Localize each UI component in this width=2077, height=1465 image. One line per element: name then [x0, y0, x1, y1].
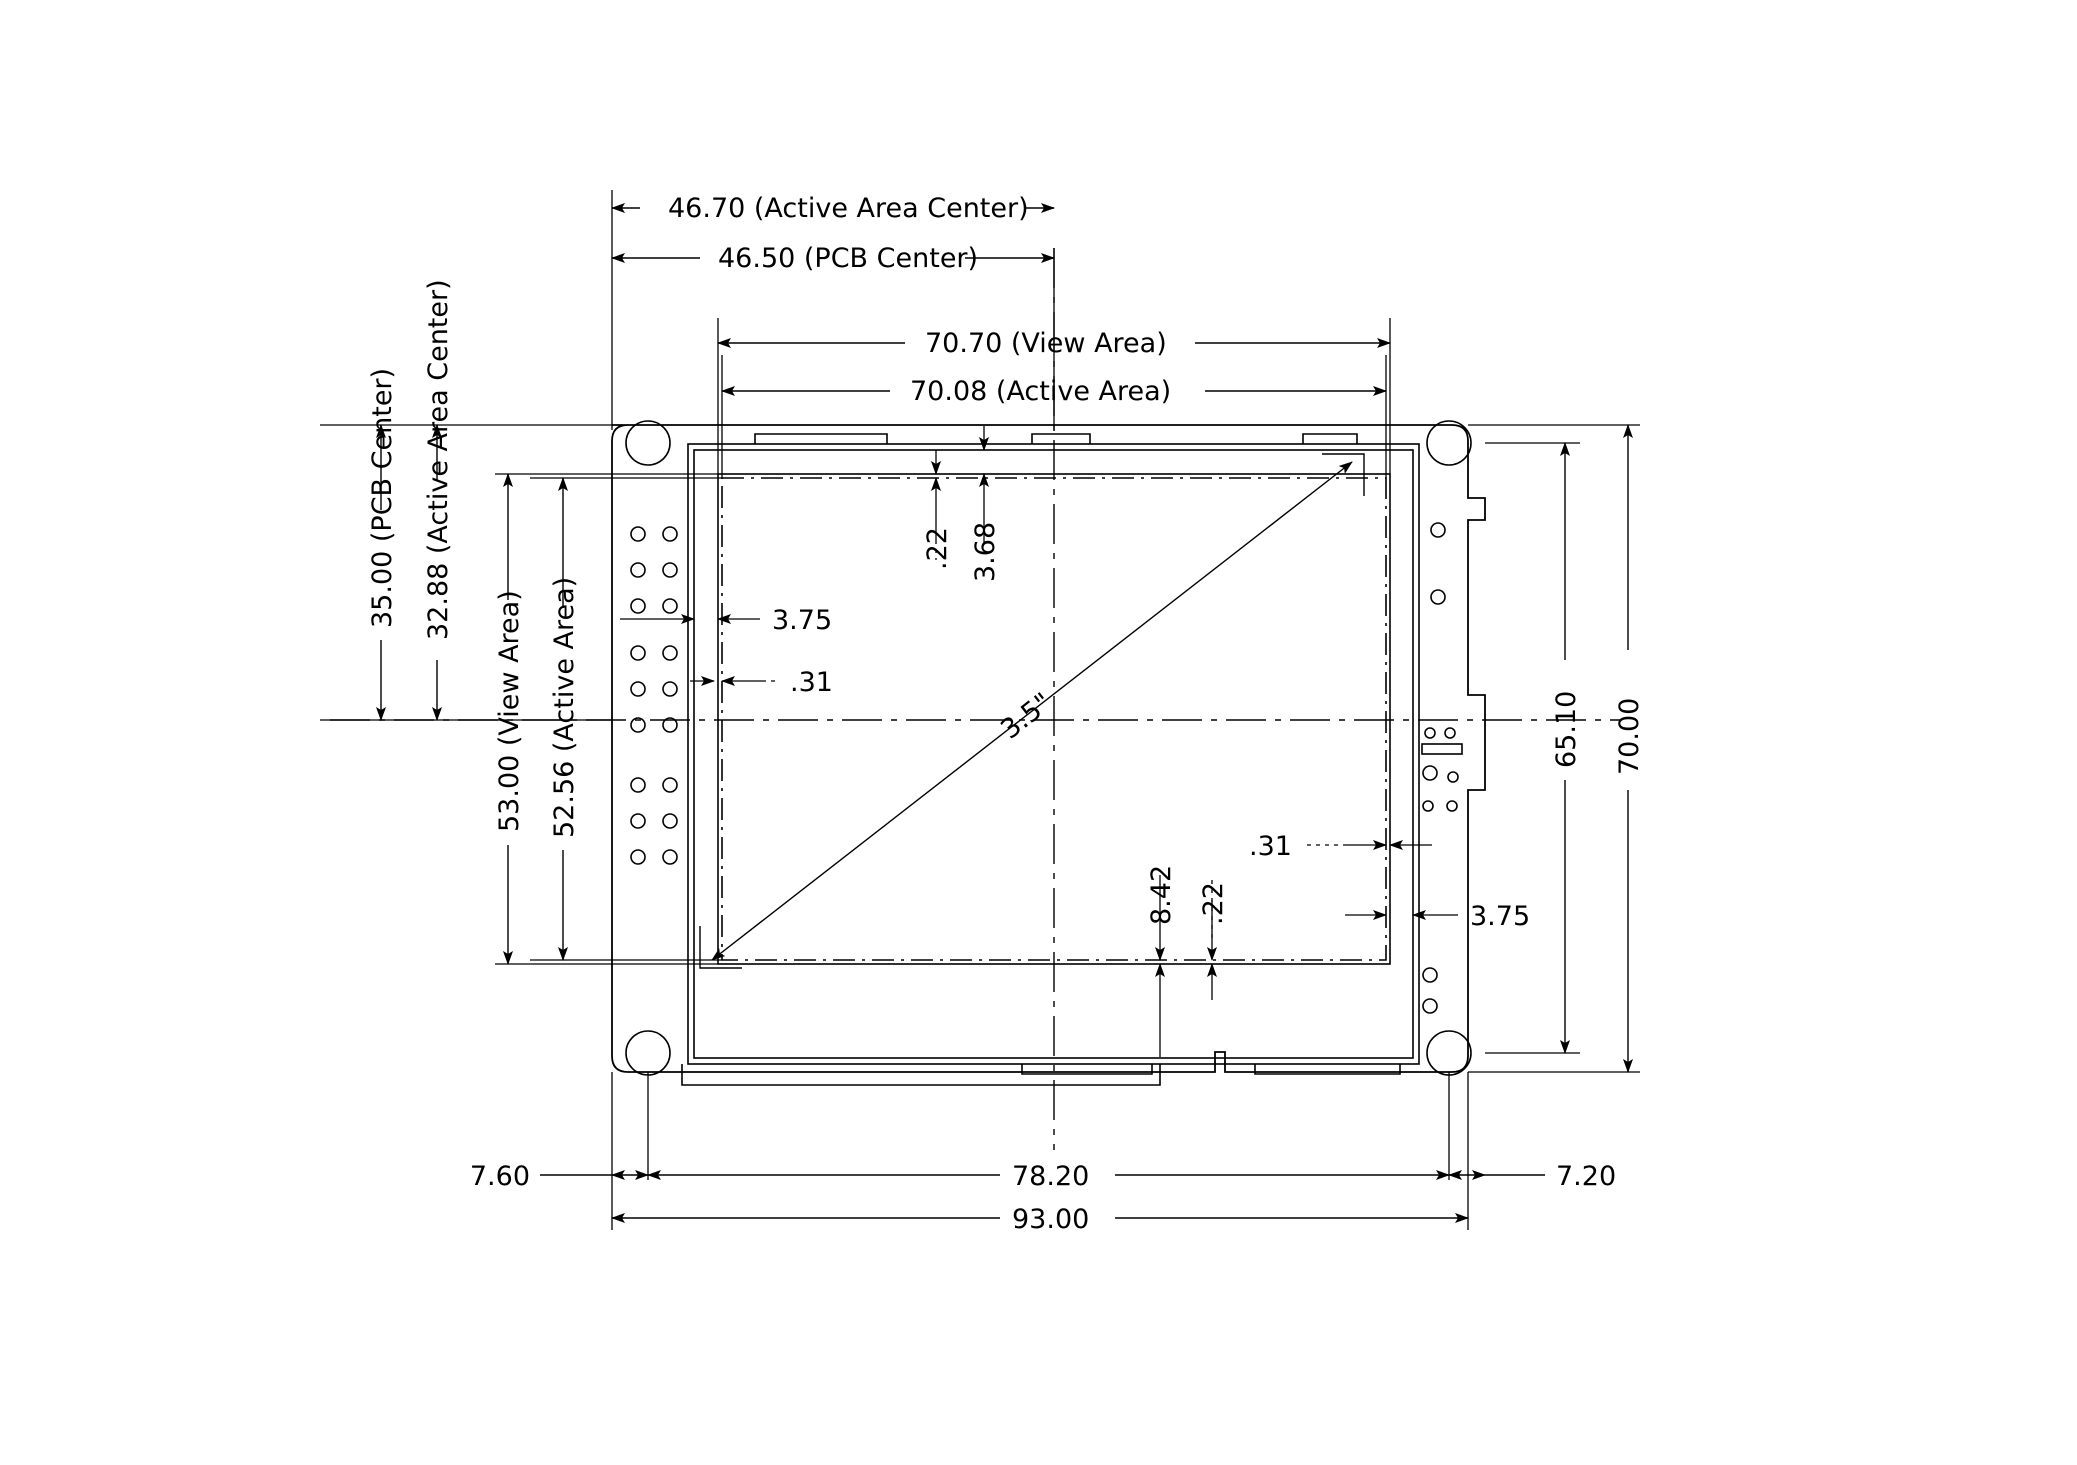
label-active-area-width: 70.08 (Active Area) — [910, 376, 1171, 407]
pin-header-holes-left — [630, 526, 678, 865]
label-inner-height: 65.10 — [1551, 691, 1582, 768]
mounting-hole-tl — [625, 420, 671, 466]
mounting-hole-br — [1426, 1030, 1472, 1076]
label-overall-width: 93.00 — [1012, 1204, 1089, 1235]
lcd-metal-bezel — [681, 433, 1420, 1086]
label-right-margin: 7.20 — [1556, 1161, 1616, 1192]
label-bottom-bezel-gap: .22 — [1198, 882, 1229, 925]
label-left-bezel: 3.75 — [772, 605, 832, 636]
label-top-bezel-gap: .22 — [922, 527, 953, 570]
right-side-pads — [1421, 522, 1463, 1014]
label-top-bezel: 3.68 — [970, 522, 1001, 582]
label-pcb-center-y: 35.00 (PCB Center) — [367, 368, 398, 628]
label-bottom-bezel: 8.42 — [1146, 865, 1177, 925]
label-left-margin: 7.60 — [470, 1161, 530, 1192]
label-inner-width: 78.20 — [1012, 1161, 1089, 1192]
diagonal-dimension-line — [699, 453, 1365, 969]
label-active-area-height: 52.56 (Active Area) — [549, 577, 580, 838]
label-active-area-center-y: 32.88 (Active Area Center) — [423, 279, 454, 640]
mounting-hole-bl — [625, 1030, 671, 1076]
label-screen-diagonal: 3.5" — [995, 687, 1058, 746]
label-right-bezel-gap: .31 — [1249, 831, 1292, 862]
mounting-hole-tr — [1426, 420, 1472, 466]
label-view-area-height: 53.00 (View Area) — [494, 590, 525, 832]
label-view-area-width: 70.70 (View Area) — [925, 328, 1167, 359]
pcb-outline — [611, 420, 1486, 1076]
label-right-bezel: 3.75 — [1470, 901, 1530, 932]
label-overall-height: 70.00 — [1614, 698, 1645, 775]
label-pcb-center-x: 46.50 (PCB Center) — [718, 243, 978, 274]
label-active-area-center-x: 46.70 (Active Area Center) — [668, 193, 1029, 224]
label-left-bezel-gap: .31 — [790, 667, 833, 698]
